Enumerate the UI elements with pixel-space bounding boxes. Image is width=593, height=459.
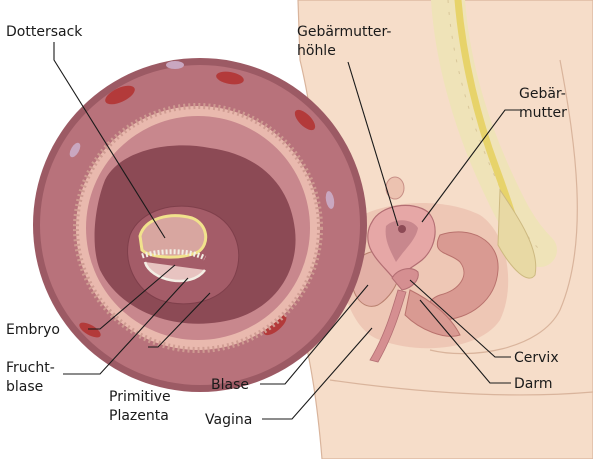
label-fruchtblase-line2: blase (6, 379, 43, 395)
label-cervix: Cervix (514, 350, 559, 366)
label-fruchtblase-line1: Frucht- (6, 360, 55, 376)
label-gebaermutter-line1: Gebär- (519, 86, 566, 102)
label-darm: Darm (514, 376, 553, 392)
magnified-view (33, 58, 367, 392)
label-gebaermutter-line2: mutter (519, 105, 567, 121)
label-dottersack: Dottersack (6, 24, 83, 40)
label-blase: Blase (211, 377, 249, 393)
label-vagina: Vagina (205, 412, 252, 428)
label-embryo: Embryo (6, 322, 60, 338)
label-gebaermutterhoehle-line2: höhle (297, 43, 336, 59)
label-gebaermutterhoehle-line1: Gebärmutter- (297, 24, 391, 40)
yolk-sac (140, 216, 206, 257)
implanted-embryo (398, 225, 406, 233)
label-plazenta-line1: Primitive (109, 389, 171, 405)
label-plazenta-line2: Plazenta (109, 408, 169, 424)
